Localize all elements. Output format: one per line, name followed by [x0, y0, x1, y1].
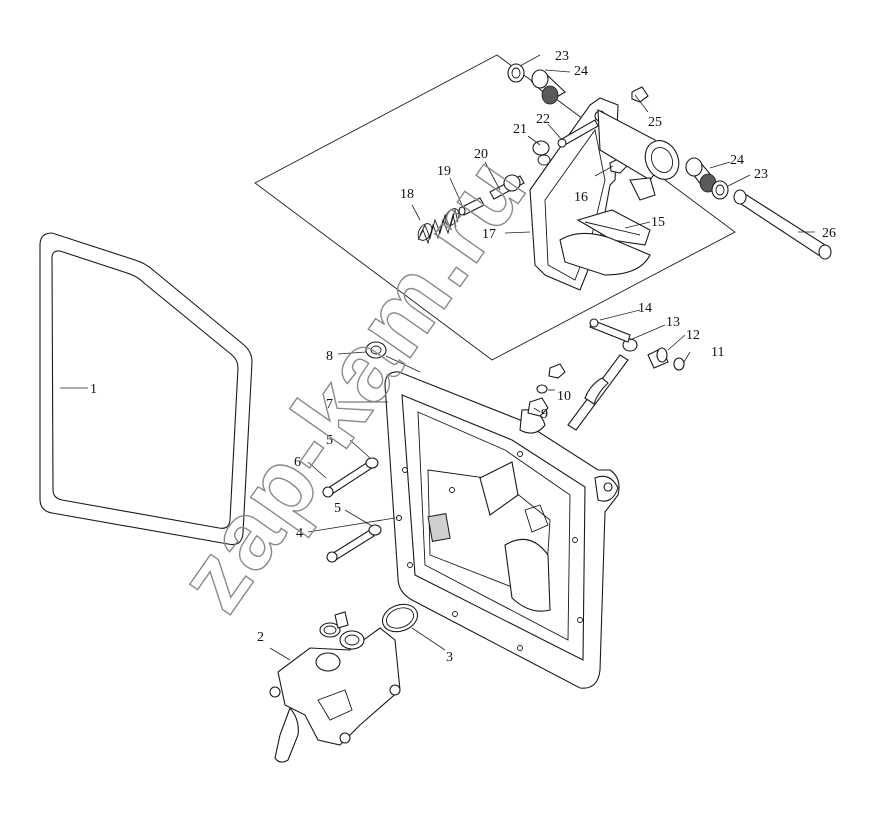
callout-5-upper: 5: [326, 433, 333, 448]
bolt-6-upper: [322, 461, 373, 498]
callout-7: 7: [326, 397, 333, 412]
clip-11: [673, 357, 685, 371]
nut-25: [631, 86, 649, 103]
callout-10: 10: [557, 389, 571, 404]
bushing-24-upper: [531, 69, 566, 105]
callout-4: 4: [296, 526, 303, 541]
washer-23-upper: [507, 63, 525, 83]
nut-9: [527, 397, 549, 417]
callout-18: 18: [400, 187, 414, 202]
callout-13: 13: [666, 315, 680, 330]
washer-5-upper: [365, 457, 379, 469]
callout-23-lower: 23: [754, 167, 768, 182]
callout-11: 11: [711, 345, 724, 360]
callout-26: 26: [822, 226, 836, 241]
callout-21: 21: [513, 122, 527, 137]
master-cylinder-2: [269, 611, 401, 763]
callout-23-upper: 23: [555, 49, 569, 64]
callout-9: 9: [541, 407, 548, 422]
callout-15: 15: [651, 215, 665, 230]
callout-20: 20: [474, 147, 488, 162]
pedal-hub: [597, 109, 680, 201]
callout-25: 25: [648, 115, 662, 130]
callout-labels: 1 2 3 4 5 5 6 7 8 9 10 11 12 13 14 15 16…: [90, 49, 836, 665]
pin-20: [489, 174, 525, 200]
callout-1: 1: [90, 382, 97, 397]
callout-3: 3: [446, 650, 453, 665]
callout-24-upper: 24: [574, 64, 588, 79]
o-ring-3: [381, 603, 419, 633]
washer-5-lower: [368, 524, 382, 536]
callout-8: 8: [326, 349, 333, 364]
washer-8: [365, 341, 387, 359]
callout-14: 14: [638, 301, 652, 316]
bolt-22: [557, 119, 599, 148]
washer-10: [536, 384, 548, 394]
nut-10: [548, 363, 566, 379]
spring-18: [417, 208, 460, 245]
pin-4: [395, 514, 403, 522]
callout-16: 16: [574, 190, 588, 205]
housing-cover-7: [384, 371, 620, 689]
bushing-24-lower: [685, 157, 717, 193]
callout-12: 12: [686, 328, 700, 343]
bolt-6-lower: [326, 529, 375, 563]
pedal-pad-15: [559, 209, 651, 276]
pin-19: [458, 197, 485, 216]
callout-leaders: [60, 54, 815, 661]
assembly-plane-outline: [254, 54, 736, 361]
push-rod-13: [567, 318, 638, 431]
bushing-21: [532, 140, 551, 166]
gasket-1: [39, 232, 253, 546]
callout-5-lower: 5: [334, 501, 341, 516]
callout-17: 17: [482, 227, 496, 242]
callout-6: 6: [294, 455, 301, 470]
shaft-26: [733, 189, 832, 260]
callout-24-lower: 24: [730, 153, 744, 168]
washer-23-lower: [711, 180, 729, 200]
callout-22: 22: [536, 112, 550, 127]
callout-2: 2: [257, 630, 264, 645]
callout-19: 19: [437, 164, 451, 179]
